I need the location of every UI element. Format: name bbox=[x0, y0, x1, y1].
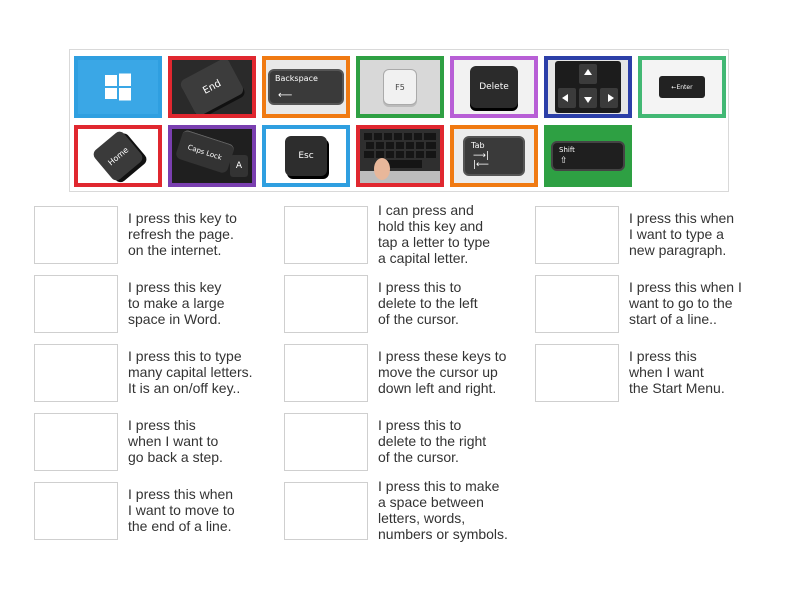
shift-arrow-icon: ⇧ bbox=[560, 156, 568, 166]
tile-delete-key[interactable]: Delete bbox=[450, 56, 538, 118]
clue-text: I press this when I want to move to the … bbox=[128, 486, 235, 534]
f5-key-image: F5 bbox=[383, 69, 417, 105]
tile-shift-key[interactable]: Shift ⇧ bbox=[544, 125, 632, 187]
tab-key-label: Tab bbox=[471, 141, 485, 150]
clue-text: I press this when I want to type a new p… bbox=[629, 210, 735, 258]
tab-arrows-icon: ⟶||⟵ bbox=[473, 151, 489, 170]
keyboard-spacebar-icon bbox=[360, 129, 440, 183]
a-key-image: A bbox=[230, 155, 248, 177]
delete-key-image: Delete bbox=[470, 66, 518, 108]
esc-key-label: Esc bbox=[298, 151, 314, 161]
clue-text: I press this to type many capital letter… bbox=[128, 348, 253, 396]
clue-text: I press this when I want the Start Menu. bbox=[629, 348, 725, 396]
home-key-label: Home bbox=[106, 144, 130, 168]
clue-text: I press this when I want to go back a st… bbox=[128, 417, 223, 465]
drop-zone[interactable] bbox=[284, 206, 368, 264]
end-key-label: End bbox=[201, 77, 223, 97]
drop-zone[interactable] bbox=[284, 413, 368, 471]
tile-windows-key[interactable] bbox=[74, 56, 162, 118]
arrow-keys-icon bbox=[548, 60, 628, 114]
end-key-image: End bbox=[178, 60, 246, 114]
enter-key-image: ←Enter bbox=[659, 76, 705, 98]
tile-tab-key[interactable]: Tab ⟶||⟵ bbox=[450, 125, 538, 187]
backspace-key-label: Backspace bbox=[275, 74, 318, 83]
drop-zone[interactable] bbox=[34, 275, 118, 333]
tile-arrow-keys[interactable] bbox=[544, 56, 632, 118]
shift-key-image: Shift ⇧ bbox=[551, 141, 625, 171]
tile-f5-key[interactable]: F5 bbox=[356, 56, 444, 118]
clue-text: I press this key to refresh the page. on… bbox=[128, 210, 237, 258]
clue-text: I press this to make a space between let… bbox=[378, 478, 508, 542]
drop-zone[interactable] bbox=[34, 344, 118, 402]
drop-zone[interactable] bbox=[284, 482, 368, 540]
backspace-arrow-icon: ⟵ bbox=[278, 90, 293, 101]
clue-text: I press these keys to move the cursor up… bbox=[378, 348, 507, 396]
clue-text: I press this to delete to the left of th… bbox=[378, 279, 478, 327]
drop-zone[interactable] bbox=[535, 344, 619, 402]
tile-backspace-key[interactable]: Backspace ⟵ bbox=[262, 56, 350, 118]
clue-text: I press this to delete to the right of t… bbox=[378, 417, 487, 465]
clue-text: I can press and hold this key and tap a … bbox=[378, 202, 491, 266]
caps-lock-key-image: Caps Lock bbox=[174, 129, 236, 175]
shift-key-label: Shift bbox=[559, 146, 575, 154]
drop-zone[interactable] bbox=[535, 275, 619, 333]
tile-enter-key[interactable]: ←Enter bbox=[638, 56, 726, 118]
tile-home-key[interactable]: Home bbox=[74, 125, 162, 187]
f5-key-label: F5 bbox=[395, 82, 405, 92]
tile-spacebar[interactable] bbox=[356, 125, 444, 187]
windows-logo-icon bbox=[78, 60, 158, 114]
tile-end-key[interactable]: End bbox=[168, 56, 256, 118]
delete-key-label: Delete bbox=[479, 82, 509, 92]
drop-zone[interactable] bbox=[34, 413, 118, 471]
clue-text: I press this key to make a large space i… bbox=[128, 279, 225, 327]
enter-key-label: ←Enter bbox=[671, 83, 693, 91]
tab-key-image: Tab ⟶||⟵ bbox=[463, 136, 525, 176]
drop-zone[interactable] bbox=[284, 344, 368, 402]
caps-lock-key-label: Caps Lock bbox=[186, 142, 223, 162]
home-key-image: Home bbox=[91, 129, 145, 183]
drop-zone[interactable] bbox=[34, 482, 118, 540]
tile-esc-key[interactable]: Esc bbox=[262, 125, 350, 187]
drop-zone[interactable] bbox=[284, 275, 368, 333]
tile-caps-lock-key[interactable]: Caps Lock A bbox=[168, 125, 256, 187]
clue-text: I press this when I want to go to the st… bbox=[629, 279, 742, 327]
drop-zone[interactable] bbox=[535, 206, 619, 264]
esc-key-image: Esc bbox=[285, 136, 327, 176]
drop-zone[interactable] bbox=[34, 206, 118, 264]
backspace-key-image: Backspace ⟵ bbox=[268, 69, 344, 105]
